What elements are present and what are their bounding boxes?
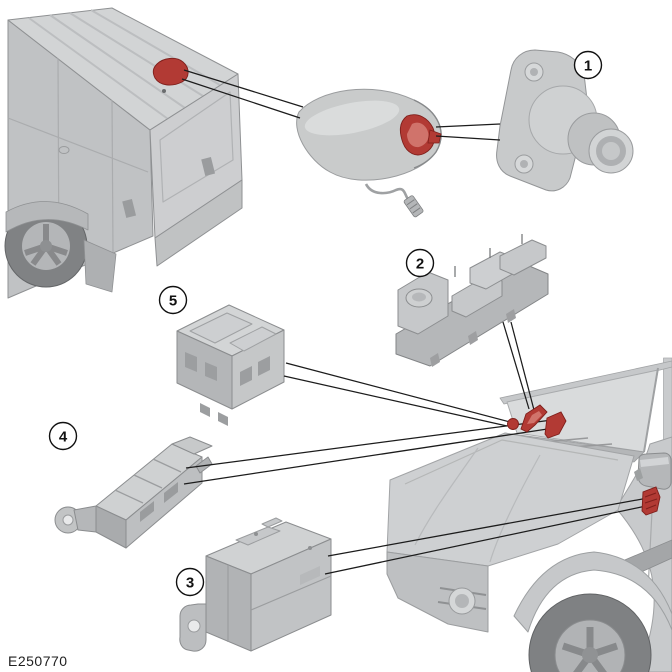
bracket-hole-top-inner — [530, 68, 538, 76]
leader-module5-to-cowl-1 — [285, 362, 511, 423]
module3-label-plate — [300, 566, 320, 585]
sensor-mounting-bracket — [395, 234, 549, 367]
control-module-4 — [54, 436, 213, 549]
callout-3: 3 — [175, 567, 205, 597]
rear-vehicle-rear-view — [4, 7, 243, 299]
module4-connector-slots — [140, 482, 178, 522]
roof-antenna-location-highlight — [152, 57, 189, 93]
leader-module5-to-cowl-2 — [283, 375, 508, 427]
module3-right — [250, 538, 332, 652]
callout-4-number: 4 — [59, 429, 68, 446]
module3-seam — [250, 575, 332, 611]
antenna-internal-red-light — [407, 122, 429, 148]
headlight-inner — [455, 594, 469, 608]
module5-top-panel-1 — [189, 312, 253, 344]
right-body-sliver — [663, 357, 672, 443]
callout-5: 5 — [158, 285, 188, 315]
antenna-opening-rim — [413, 99, 442, 169]
bracket-feet — [430, 309, 516, 367]
bracket-hole-bottom-inner — [520, 160, 528, 168]
fender-highlight-ridges — [644, 492, 658, 510]
front-vehicle-front-view — [386, 357, 672, 672]
callout-3-number: 3 — [186, 575, 194, 592]
hood-crease-1 — [489, 454, 541, 563]
figure-id-label: E250770 — [8, 653, 68, 669]
module4-tab-arm — [73, 505, 97, 533]
leader-roof-to-antenna-2 — [181, 78, 301, 119]
leader-module4-to-cowl-2 — [183, 427, 555, 485]
rear-window-outline — [159, 91, 234, 203]
leader-roof-to-antenna-1 — [183, 69, 304, 108]
front-fender-flare — [513, 551, 672, 633]
module3-top-bump — [261, 517, 283, 528]
control-module-3 — [179, 517, 332, 652]
side-mirror-cap — [640, 457, 669, 467]
module4-corrugations — [114, 458, 182, 504]
control-module-5 — [176, 304, 285, 426]
antenna-cover-highlight — [304, 100, 400, 136]
leader-lines — [181, 69, 649, 575]
leader-bracket-to-cowl-1 — [502, 321, 530, 410]
hood-crease-2 — [414, 447, 479, 546]
antenna-connector — [403, 195, 424, 218]
side-mirror-arm — [634, 468, 643, 481]
callouts: 1 2 3 4 5 — [48, 50, 603, 597]
callout-2-number: 2 — [416, 256, 424, 273]
bracket-block-right — [499, 239, 547, 276]
leader-antenna-to-camera-2 — [435, 135, 501, 141]
leader-module3-to-fender-2 — [324, 505, 647, 575]
bracket-pins — [454, 234, 523, 277]
callout-1: 1 — [573, 50, 603, 80]
module5-top-panel-2 — [229, 326, 277, 352]
front-location-highlights — [507, 404, 661, 516]
hood-cutline — [404, 439, 619, 485]
rear-wheel-hub — [40, 240, 52, 252]
taillight-right — [201, 157, 216, 176]
cowl-highlight-mid-light — [527, 411, 542, 424]
door-handle — [58, 146, 70, 154]
module3-screw-2 — [308, 546, 312, 550]
antenna-cable — [364, 183, 411, 203]
callout-5-number: 5 — [169, 293, 177, 310]
module3-screw-1 — [254, 532, 258, 536]
callout-4-circle — [48, 421, 78, 451]
rain-sensor-knob-inner — [412, 292, 426, 302]
module5-connector-slots — [185, 352, 270, 426]
door-seam-2 — [111, 99, 114, 253]
antenna-red-nub — [427, 129, 442, 144]
camera-module — [496, 49, 634, 192]
callout-2-circle — [405, 248, 435, 278]
rear-fender-flare — [5, 201, 89, 233]
callout-1-number: 1 — [584, 58, 592, 75]
front-roof-strip — [499, 360, 672, 405]
antenna-cover — [296, 88, 442, 218]
mudflap — [83, 239, 117, 293]
callout-2: 2 — [405, 248, 435, 278]
front-wheel-hub — [582, 647, 598, 663]
hood — [386, 432, 635, 567]
callout-5-circle — [158, 285, 188, 315]
cowl-highlight-large — [544, 411, 567, 439]
module4-mount-hole — [62, 514, 74, 526]
leader-antenna-to-camera-1 — [435, 123, 501, 128]
camera-lens-center — [602, 142, 620, 160]
cowl-highlight-small — [507, 418, 519, 430]
module3-top-block — [235, 526, 281, 546]
antenna-location-red — [152, 57, 189, 86]
callout-4: 4 — [48, 421, 78, 451]
roof-ribs — [28, 9, 221, 120]
leader-module4-to-cowl-1 — [185, 419, 553, 469]
a-pillar-right — [643, 367, 659, 453]
rear-bumper — [154, 179, 243, 267]
roof-fixing-dot — [162, 89, 166, 93]
module3-mount-hole — [187, 619, 201, 633]
leader-module3-to-fender-1 — [327, 497, 649, 557]
side-beltline — [7, 117, 149, 173]
leader-bracket-to-cowl-2 — [510, 321, 535, 411]
callout-1-circle — [573, 50, 603, 80]
callout-3-circle — [175, 567, 205, 597]
module4-flange — [171, 436, 213, 455]
taillight-left — [122, 199, 137, 218]
